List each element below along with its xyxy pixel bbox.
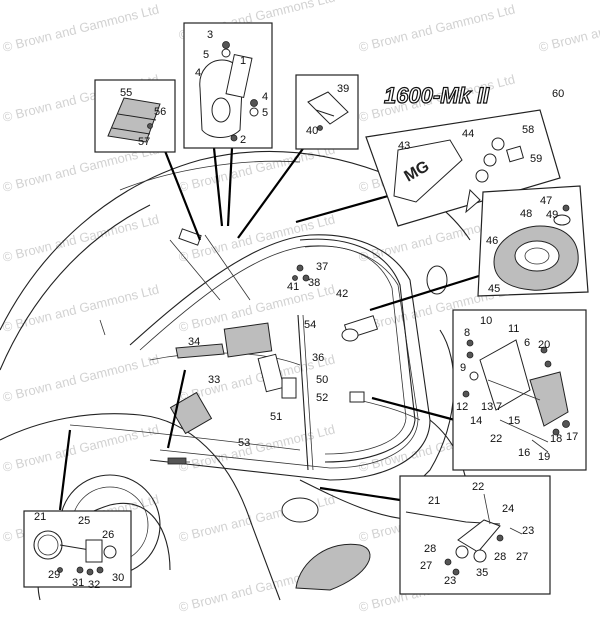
- inset-hood-mat: [94, 79, 176, 153]
- watermark: © Brown and Gammons Ltd: [1, 2, 160, 55]
- watermark: © Brown and Gammons Ltd: [1, 282, 160, 335]
- callout-46: 46: [486, 235, 498, 247]
- boot-board-54: [223, 322, 273, 358]
- callout-36: 36: [312, 352, 324, 364]
- callout-49: 49: [546, 209, 558, 221]
- callout-4: 4: [262, 91, 268, 103]
- watermark: © Brown and Gammons Ltd: [357, 2, 516, 55]
- callout-8: 8: [464, 327, 470, 339]
- watermark: © Brown and Gammons Ltd: [1, 212, 160, 265]
- inset-hood-hinge: [183, 22, 273, 149]
- callout-55: 55: [120, 87, 132, 99]
- callout-20: 20: [538, 339, 550, 351]
- callout-48: 48: [520, 208, 532, 220]
- callout-7: 7: [496, 401, 502, 413]
- callout-16: 16: [518, 447, 530, 459]
- callout-23: 23: [522, 525, 534, 537]
- callout-5: 5: [203, 49, 209, 61]
- callout-27: 27: [420, 560, 432, 572]
- callout-22: 22: [472, 481, 484, 493]
- callout-labels: 3 5 1 4 4 5 2 55 56 57 39 40 60 58 44 43…: [34, 29, 578, 591]
- callout-33: 33: [208, 374, 220, 386]
- boot-mat: [169, 391, 213, 435]
- callout-31: 31: [72, 577, 84, 589]
- callout-18: 18: [550, 433, 562, 445]
- callout-40: 40: [306, 125, 318, 137]
- callout-51: 51: [270, 411, 282, 423]
- callout-4: 4: [195, 67, 201, 79]
- callout-34: 34: [188, 336, 200, 348]
- callout-14: 14: [470, 415, 482, 427]
- badge-1600-mk2: 1600-Mk II: [383, 82, 490, 108]
- callout-21: 21: [428, 495, 440, 507]
- callout-60: 60: [552, 88, 564, 100]
- callout-47: 47: [540, 195, 552, 207]
- inset-catch-bracket: [295, 74, 359, 150]
- callout-50: 50: [316, 374, 328, 386]
- callout-57: 57: [138, 136, 150, 148]
- callout-1: 1: [240, 55, 246, 67]
- callout-35: 35: [476, 567, 488, 579]
- car-body-illustration: [0, 150, 471, 601]
- watermark: © Brown and Gammons Ltd: [1, 352, 160, 405]
- callout-2: 2: [240, 134, 246, 146]
- callout-37: 37: [316, 261, 328, 273]
- callout-24: 24: [502, 503, 514, 515]
- callout-32: 32: [88, 579, 100, 591]
- callout-10: 10: [480, 315, 492, 327]
- callout-21: 21: [34, 511, 46, 523]
- inset-release-mechanism: [399, 475, 551, 595]
- callout-23: 23: [444, 575, 456, 587]
- callout-45: 45: [488, 283, 500, 295]
- callout-17: 17: [566, 431, 578, 443]
- callout-9: 9: [460, 362, 466, 374]
- inset-pull-handle: [23, 510, 132, 588]
- watermark: © Brown and Gammons Ltd: [177, 212, 336, 265]
- callout-15: 15: [508, 415, 520, 427]
- callout-3: 3: [207, 29, 213, 41]
- callout-59: 59: [530, 153, 542, 165]
- callout-54: 54: [304, 319, 316, 331]
- callout-22: 22: [490, 433, 502, 445]
- callout-41: 41: [287, 281, 299, 293]
- callout-6: 6: [524, 337, 530, 349]
- callout-30: 30: [112, 572, 124, 584]
- inset-boot-lock: [452, 309, 587, 471]
- callout-56: 56: [154, 106, 166, 118]
- callout-28: 28: [424, 543, 436, 555]
- callout-13: 13: [481, 401, 493, 413]
- callout-26: 26: [102, 529, 114, 541]
- callout-42: 42: [336, 288, 348, 300]
- callout-53: 53: [238, 437, 250, 449]
- watermark: © Brown and Gammons Ltd: [537, 2, 600, 55]
- callout-44: 44: [462, 128, 474, 140]
- badge-text: 1600-Mk II: [384, 83, 490, 108]
- callout-52: 52: [316, 392, 328, 404]
- callout-39: 39: [337, 83, 349, 95]
- inset-filler-cap: [477, 185, 589, 297]
- callout-19: 19: [538, 451, 550, 463]
- callout-27: 27: [516, 551, 528, 563]
- callout-38: 38: [308, 277, 320, 289]
- inset-badges: MG: [365, 109, 561, 227]
- callout-11: 11: [508, 323, 519, 335]
- callout-28: 28: [494, 551, 506, 563]
- callout-12: 12: [456, 401, 468, 413]
- callout-25: 25: [78, 515, 90, 527]
- callout-5: 5: [262, 107, 268, 119]
- callout-58: 58: [522, 124, 534, 136]
- callout-29: 29: [48, 569, 60, 581]
- callout-43: 43: [398, 140, 410, 152]
